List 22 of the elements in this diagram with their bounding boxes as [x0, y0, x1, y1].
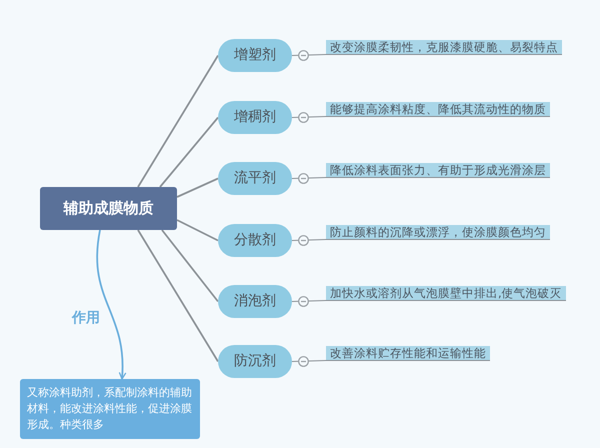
subtopic-node: 消泡剂 [218, 284, 292, 318]
subtopic-node: 增塑剂 [218, 38, 292, 72]
subtopic-node: 分散剂 [218, 224, 292, 256]
description-label: 防止颜料的沉降或漂浮，使涂膜颜色均匀 [326, 225, 550, 240]
connector-line [176, 178, 218, 198]
connector-line [176, 219, 218, 242]
connector-line [137, 230, 219, 362]
subtopic-node: 增稠剂 [218, 100, 292, 134]
subtopic-node: 流平剂 [218, 162, 292, 194]
description-label: 降低涂料表面张力、有助于形成光滑涂层 [326, 163, 550, 178]
connector-line [159, 116, 219, 188]
note-box: 又称涂料助剂，系配制涂料的辅助材料，能改进涂料性能，促进涂膜形成。种类很多 [20, 379, 200, 439]
description-label: 改变涂膜柔韧性，克服漆膜硬脆、易裂特点 [326, 40, 562, 55]
description-label: 能够提高涂料粘度、降低其流动性的物质 [326, 102, 550, 117]
edge-label: 作用 [72, 309, 100, 327]
subtopic-node: 防沉剂 [218, 344, 292, 378]
connector-line [161, 229, 219, 302]
arrow [96, 230, 126, 380]
connector-line [137, 55, 219, 188]
central-topic: 辅助成膜物质 [40, 187, 177, 230]
description-label: 改善涂料贮存性能和运输性能 [326, 346, 490, 361]
description-label: 加快水或溶剂从气泡膜壁中排出,使气泡破灭 [326, 286, 566, 301]
